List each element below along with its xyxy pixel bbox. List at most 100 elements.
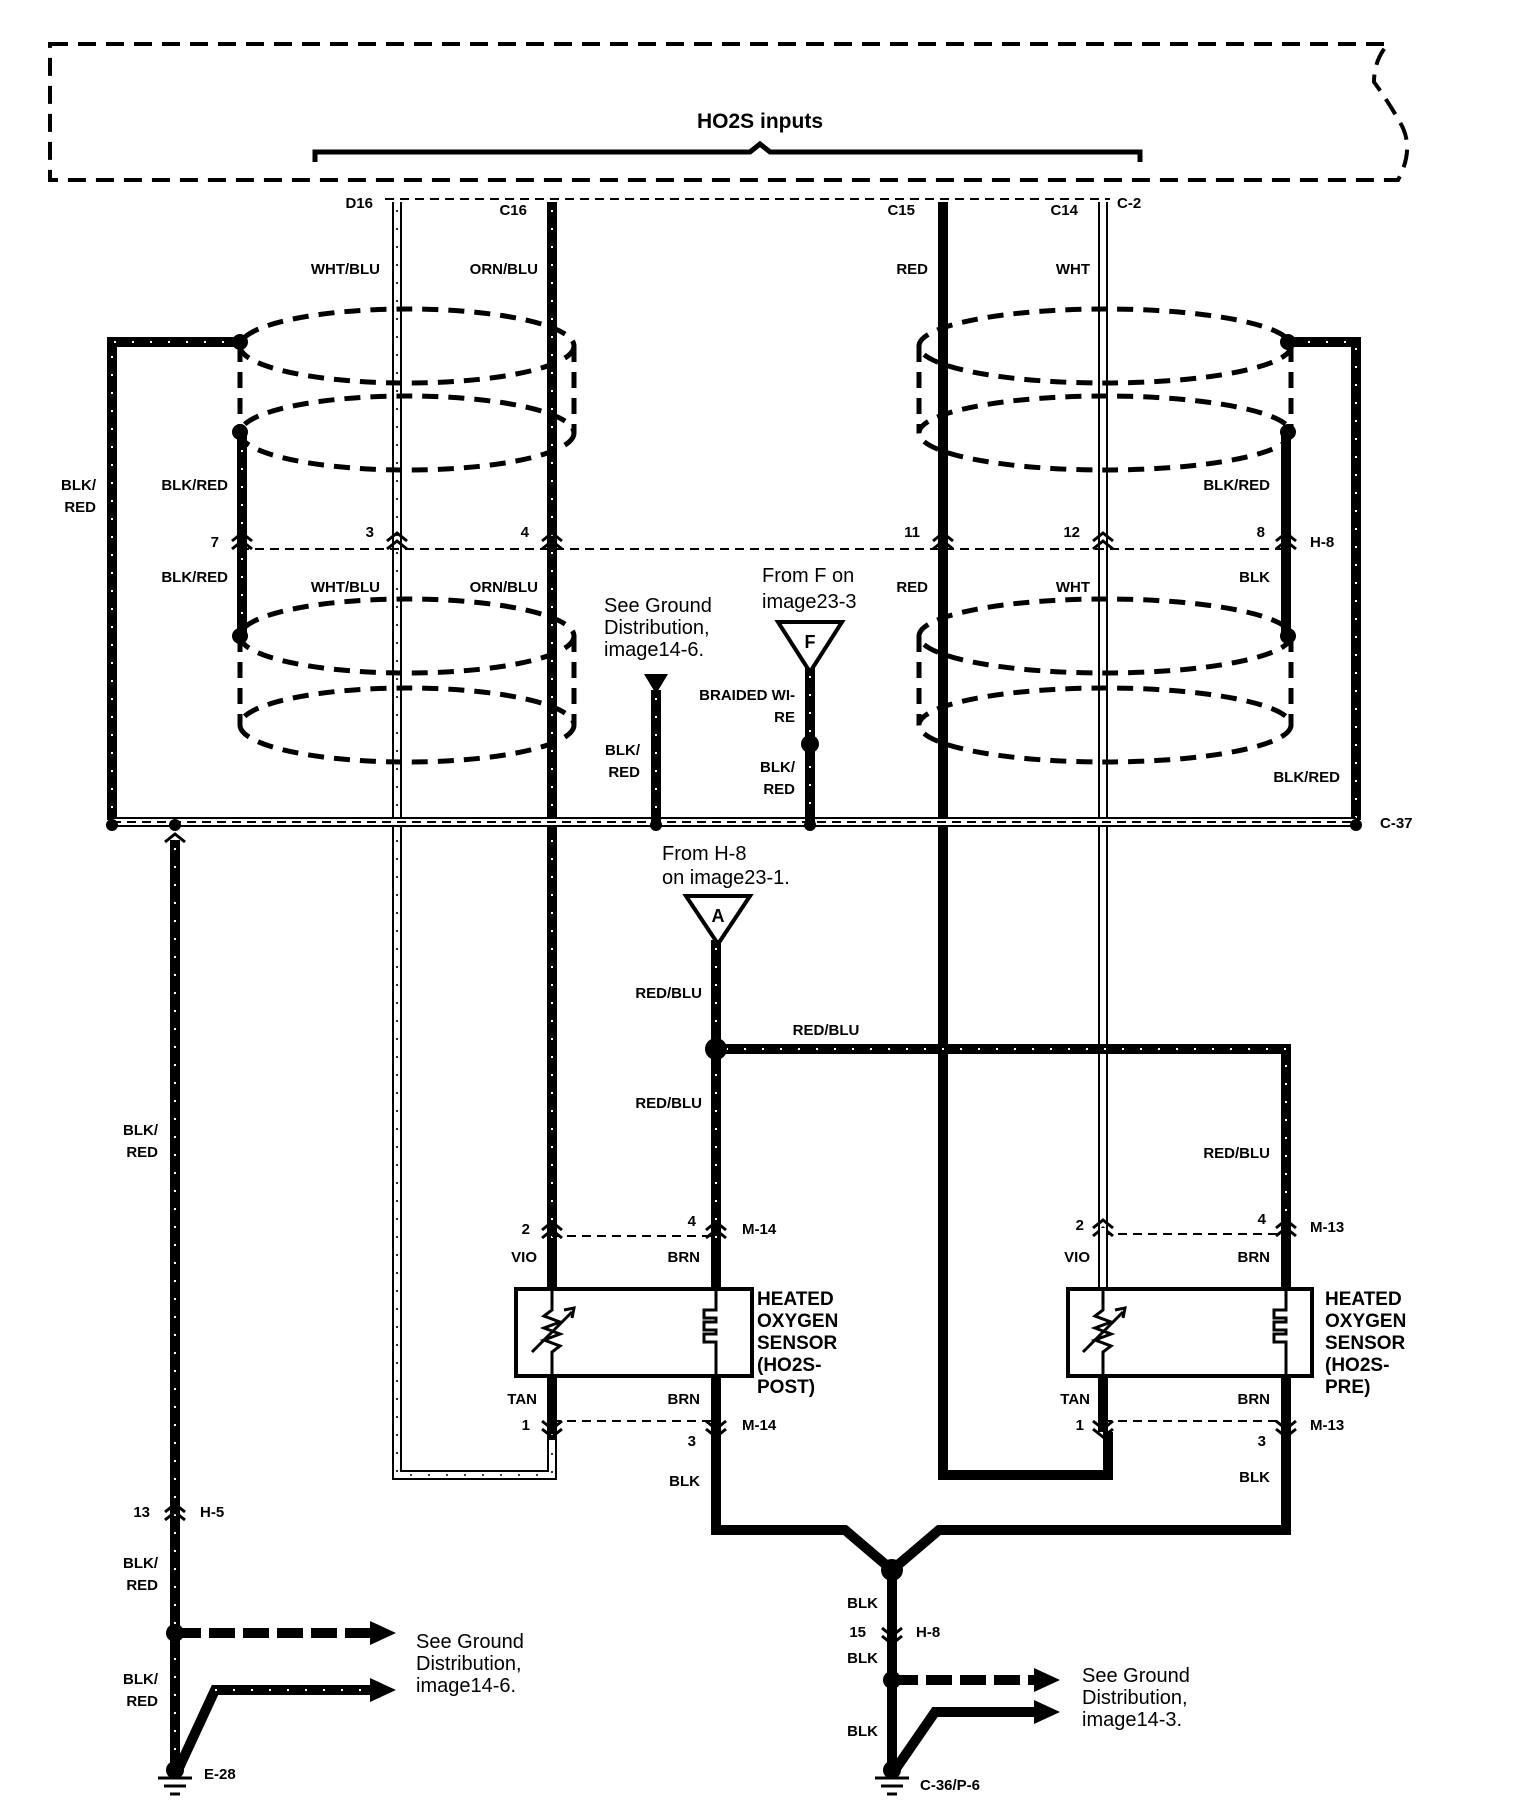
svg-text:TAN: TAN [507,1391,537,1408]
module-outline [48,42,1410,182]
svg-text:PRE): PRE) [1325,1377,1370,1398]
svg-text:ORN/BLU: ORN/BLU [470,579,538,596]
svg-text:BLK/: BLK/ [760,759,796,776]
svg-text:H-5: H-5 [200,1504,224,1521]
svg-text:2: 2 [1076,1217,1084,1234]
h8-pin-12: 12 [1063,524,1080,541]
wire-wht-blu [392,202,557,1480]
svg-text:RED: RED [763,781,795,798]
svg-text:BLK/: BLK/ [123,1671,159,1688]
c37-splice-points: C-37 [106,815,1413,844]
svg-text:RED/BLU: RED/BLU [793,1022,860,1039]
svg-text:HEATED: HEATED [1325,1289,1402,1310]
svg-text:13: 13 [133,1504,150,1521]
svg-text:See Ground: See Ground [1082,1665,1190,1687]
svg-text:RED: RED [64,499,96,516]
svg-text:RED/BLU: RED/BLU [635,985,702,1002]
wire-blk-ground [711,1432,1291,1773]
svg-text:BLK/RED: BLK/RED [161,477,228,494]
svg-text:BLK/: BLK/ [123,1122,159,1139]
svg-text:VIO: VIO [511,1249,537,1266]
arrow-right-gnd-2 [1034,1700,1060,1724]
svg-text:RED: RED [126,1144,158,1161]
connector-h8: 7 3 4 11 12 8 H-8 [211,524,1335,551]
svg-text:SENSOR: SENSOR [757,1333,838,1354]
svg-text:BLK/RED: BLK/RED [1203,477,1270,494]
svg-text:From F on: From F on [762,565,854,587]
svg-text:BLK/: BLK/ [123,1555,159,1572]
svg-text:WHT: WHT [1056,261,1090,278]
shield-left-lower [237,596,577,765]
svg-text:BLK: BLK [847,1595,878,1612]
svg-text:TAN: TAN [1060,1391,1090,1408]
ref-from-f: From F on image23-3 F [762,565,857,676]
svg-text:RED: RED [896,579,928,596]
left-ground-stack: 13 H-5 BLK/ RED BLK/ RED E-28 [123,1502,236,1796]
h8-name: H-8 [1310,534,1334,551]
svg-text:RED: RED [896,261,928,278]
svg-text:BLK: BLK [1239,569,1270,586]
svg-text:WHT/BLU: WHT/BLU [311,261,380,278]
flag-a [682,894,754,948]
svg-text:M-13: M-13 [1310,1417,1344,1434]
svg-text:BRN: BRN [668,1391,701,1408]
svg-text:BRN: BRN [1238,1249,1271,1266]
wire-red [938,202,1113,1480]
svg-text:OXYGEN: OXYGEN [1325,1311,1406,1332]
arrow-left-gnd-2 [370,1678,396,1702]
svg-text:BLK/RED: BLK/RED [1273,769,1340,786]
ground-ref-arrow [644,674,668,694]
module-bracket [312,140,1143,162]
svg-text:BLK/: BLK/ [61,477,97,494]
svg-text:on image23-1.: on image23-1. [662,867,790,889]
h8-pin-11: 11 [904,524,920,541]
svg-text:A: A [712,906,725,926]
c37-name: C-37 [1380,815,1413,832]
svg-text:(HO2S-: (HO2S- [1325,1355,1389,1376]
svg-text:OXYGEN: OXYGEN [757,1311,838,1332]
svg-text:1: 1 [1076,1417,1084,1434]
svg-text:RE: RE [774,709,795,726]
control-module: HO2S inputs D16 C16 C15 C14 C-2 [48,42,1410,219]
svg-text:M-13: M-13 [1310,1219,1344,1236]
svg-text:BLK/: BLK/ [605,742,641,759]
pin-d16: D16 [345,195,373,212]
sensor-ho2s-pre: 2 4 M-13 VIO BRN HEATED OXYGEN SENSOR (H… [1060,1211,1406,1486]
svg-text:POST): POST) [757,1377,815,1398]
svg-text:image23-3: image23-3 [762,591,857,613]
svg-text:RED/BLU: RED/BLU [635,1095,702,1112]
h8-pin-8: 8 [1257,524,1265,541]
svg-text:BLK: BLK [669,1473,700,1490]
wire-left-ground [166,840,396,1773]
svg-text:ORN/BLU: ORN/BLU [470,261,538,278]
ground-symbol-e28 [158,1776,192,1796]
svg-text:image14-3.: image14-3. [1082,1709,1182,1731]
svg-text:E-28: E-28 [204,1766,236,1783]
ground-symbol-c36 [875,1776,909,1796]
svg-text:BLK: BLK [1239,1469,1270,1486]
wire-red-blu [705,940,1291,1240]
right-ground-stack: BLK 15 H-8 BLK BLK C-36/P-6 [847,1595,980,1796]
svg-text:See Ground: See Ground [416,1631,524,1653]
svg-text:See Ground: See Ground [604,595,712,617]
h8-pin-7: 7 [211,534,219,551]
svg-text:image14-6.: image14-6. [416,1675,516,1697]
wire-labels: WHT/BLU ORN/BLU RED WHT BLK/ RED BLK/RED… [61,261,1340,1162]
shield-left-upper [237,306,577,473]
svg-text:BRAIDED WI-: BRAIDED WI- [699,687,795,704]
svg-text:WHT/BLU: WHT/BLU [311,579,380,596]
svg-text:BRN: BRN [1238,1391,1271,1408]
wire-ground-ref [644,674,668,822]
shield-drain-dots [232,334,1296,644]
svg-text:3: 3 [1258,1433,1266,1450]
svg-text:F: F [805,632,816,652]
svg-text:image14-6.: image14-6. [604,639,704,661]
svg-text:BRN: BRN [668,1249,701,1266]
svg-text:1: 1 [522,1417,530,1434]
red-blu-splice [705,1038,727,1060]
svg-text:H-8: H-8 [916,1624,940,1641]
svg-text:2: 2 [522,1221,530,1238]
ref-from-h8: From H-8 on image23-1. A [662,843,790,948]
pin-c16: C16 [499,202,527,219]
